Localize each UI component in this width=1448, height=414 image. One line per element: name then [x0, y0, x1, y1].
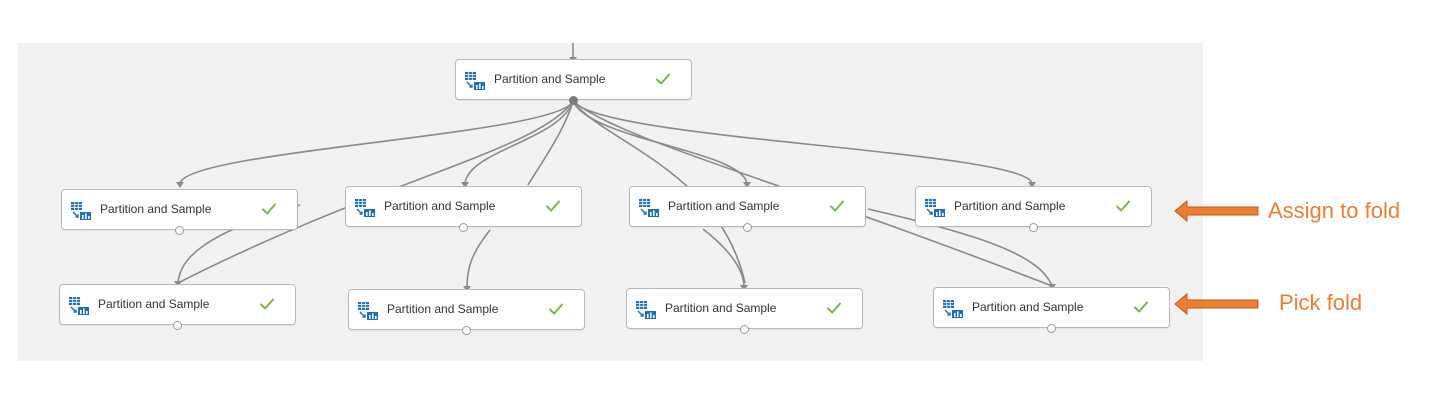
annotation-pick-fold: Pick fold	[1279, 290, 1363, 315]
output-port[interactable]	[173, 321, 182, 330]
module-label: Partition and Sample	[954, 199, 1066, 213]
module-label: Partition and Sample	[100, 202, 212, 216]
module-node-pick-3[interactable]: Partition and Sample	[626, 288, 863, 334]
module-label: Partition and Sample	[972, 300, 1084, 314]
annotation-assign-to-fold: Assign to fold	[1268, 198, 1401, 223]
partition-sample-module-icon	[924, 198, 946, 218]
partition-sample-module-icon	[68, 296, 90, 316]
module-node-pick-4[interactable]: Partition and Sample	[933, 287, 1170, 333]
module-label: Partition and Sample	[384, 199, 496, 213]
partition-sample-module-icon	[635, 300, 657, 320]
output-port[interactable]	[743, 223, 752, 232]
module-label: Partition and Sample	[387, 302, 499, 316]
output-port[interactable]	[459, 223, 468, 232]
partition-sample-module-icon	[464, 71, 486, 91]
module-node-assign-2[interactable]: Partition and Sample	[345, 186, 582, 232]
partition-sample-module-icon	[638, 198, 660, 218]
module-label: Partition and Sample	[98, 297, 210, 311]
check-icon	[1116, 200, 1130, 212]
partition-sample-module-icon	[357, 301, 379, 321]
module-label: Partition and Sample	[668, 199, 780, 213]
check-icon	[260, 298, 274, 310]
output-port[interactable]	[740, 325, 749, 334]
module-node-assign-4[interactable]: Partition and Sample	[915, 186, 1152, 232]
check-icon	[827, 302, 841, 314]
check-icon	[546, 200, 560, 212]
module-node-assign-3[interactable]: Partition and Sample	[629, 186, 866, 232]
output-port[interactable]	[569, 96, 578, 105]
module-node-assign-1[interactable]: Partition and Sample	[61, 189, 298, 235]
output-port[interactable]	[462, 326, 471, 335]
partition-sample-module-icon	[354, 198, 376, 218]
output-port[interactable]	[1047, 324, 1056, 333]
left-arrow-icon	[1174, 292, 1259, 316]
module-node-pick-2[interactable]: Partition and Sample	[348, 289, 585, 335]
module-node-pick-1[interactable]: Partition and Sample	[59, 284, 296, 330]
check-icon	[262, 203, 276, 215]
module-label: Partition and Sample	[665, 301, 777, 315]
partition-sample-module-icon	[942, 299, 964, 319]
left-arrow-icon	[1174, 199, 1259, 223]
check-icon	[656, 73, 670, 85]
output-port[interactable]	[1029, 223, 1038, 232]
check-icon	[1134, 301, 1148, 313]
check-icon	[549, 303, 563, 315]
module-node-top[interactable]: Partition and Sample	[455, 59, 692, 105]
check-icon	[830, 200, 844, 212]
output-port[interactable]	[175, 226, 184, 235]
partition-sample-module-icon	[70, 201, 92, 221]
module-label: Partition and Sample	[494, 72, 606, 86]
